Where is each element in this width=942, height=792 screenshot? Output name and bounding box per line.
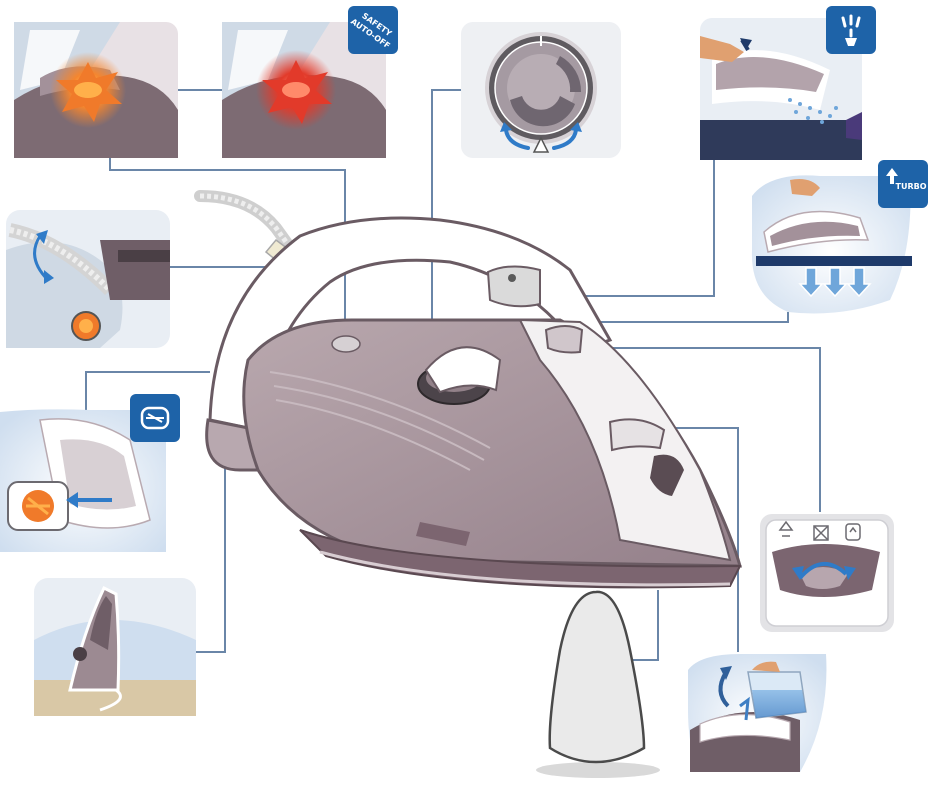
iron-front-cap (650, 454, 684, 496)
no-steam-icon (778, 520, 794, 537)
panel-anti-calc (0, 394, 180, 552)
turbo-steam-arrows (798, 267, 872, 298)
leader-water-fill (648, 427, 739, 652)
safety-auto-off-icon (348, 6, 398, 54)
selector-arrows (798, 562, 848, 580)
vertical-steam-badge (826, 6, 876, 54)
leader-dial (431, 89, 461, 372)
steam-icon (813, 525, 829, 541)
soleplate-silhouette (536, 590, 660, 778)
leader-lines (85, 89, 821, 661)
panel-safety-auto-off: SAFETY AUTO-OFF (222, 6, 398, 158)
leader-selector (575, 347, 821, 512)
iron-thermostat-light (331, 335, 361, 353)
panel-heel-rest (34, 578, 196, 716)
dial-pointer (532, 136, 550, 153)
leader-soleplate (630, 590, 659, 661)
panel-water-filling (688, 654, 827, 772)
panel-temperature-dial (461, 22, 621, 158)
panel-thermostat-light-orange (14, 22, 178, 158)
leader-spray (530, 128, 715, 297)
leader-anticalc (85, 371, 210, 412)
turbo-badge: TURBO (878, 160, 928, 208)
iron-spray-button (486, 265, 541, 308)
iron-water-inlet (608, 418, 666, 452)
leader-heel-rest (196, 460, 226, 653)
turbo-badge-label: TURBO (895, 182, 926, 191)
iron-steam-selector (544, 325, 584, 354)
panel-cord-swivel (6, 210, 170, 348)
panel-steam-selector (760, 514, 894, 632)
anti-calc-badge (130, 394, 180, 442)
iron-soleplate (299, 529, 742, 589)
safety-auto-off-badge: SAFETY AUTO-OFF (348, 6, 398, 54)
panel-turbo-steam: TURBO (751, 160, 928, 314)
rotate-arrows-icon (504, 128, 578, 150)
panel-spray (700, 6, 876, 160)
spray-mist (788, 98, 838, 124)
turbo-icon (845, 523, 861, 541)
iron-main (194, 190, 742, 589)
